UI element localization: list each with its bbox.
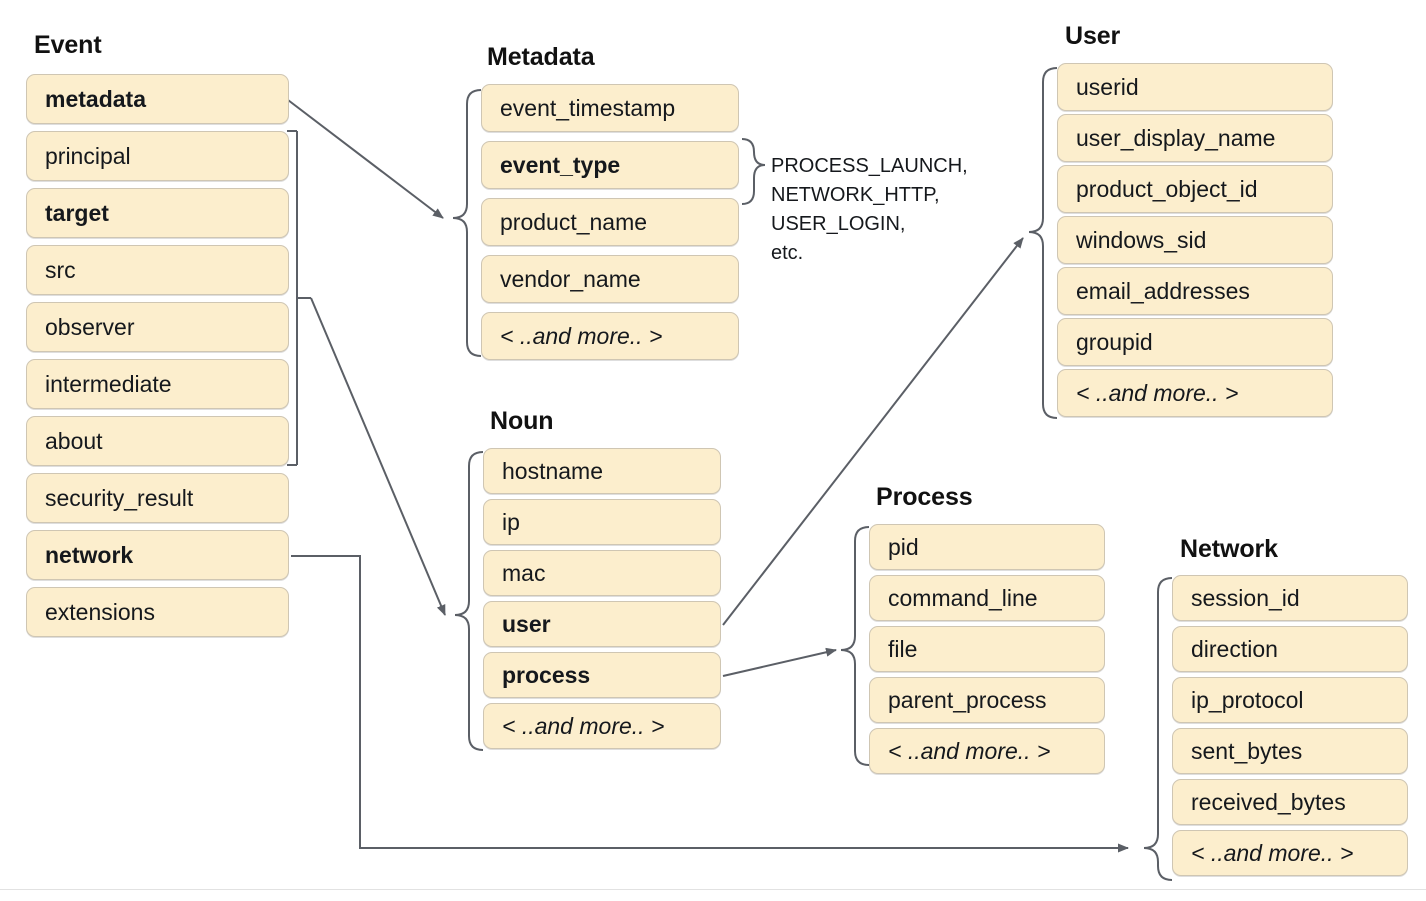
field-event-security-result[interactable]: security_result: [26, 473, 289, 523]
field-noun-hostname[interactable]: hostname: [483, 448, 721, 494]
field-noun-mac[interactable]: mac: [483, 550, 721, 596]
field-user-user-display-name[interactable]: user_display_name: [1057, 114, 1333, 162]
field-process-more[interactable]: < ..and more.. >: [869, 728, 1105, 774]
group-title-noun: Noun: [490, 407, 554, 435]
field-metadata-more[interactable]: < ..and more.. >: [481, 312, 739, 360]
brace-event-type-values: [741, 138, 766, 205]
annotation-event-type-values: PROCESS_LAUNCH, NETWORK_HTTP, USER_LOGIN…: [771, 155, 968, 264]
field-user-groupid[interactable]: groupid: [1057, 318, 1333, 366]
field-event-extensions[interactable]: extensions: [26, 587, 289, 637]
event-subgroup-bracket: [287, 130, 298, 466]
field-noun-more[interactable]: < ..and more.. >: [483, 703, 721, 749]
field-metadata-event-timestamp[interactable]: event_timestamp: [481, 84, 739, 132]
field-event-about[interactable]: about: [26, 416, 289, 466]
field-user-more[interactable]: < ..and more.. >: [1057, 369, 1333, 417]
group-title-network: Network: [1180, 535, 1278, 563]
field-user-windows-sid[interactable]: windows_sid: [1057, 216, 1333, 264]
field-event-observer[interactable]: observer: [26, 302, 289, 352]
footer-divider: [0, 889, 1426, 890]
field-event-intermediate[interactable]: intermediate: [26, 359, 289, 409]
field-noun-user[interactable]: user: [483, 601, 721, 647]
field-event-src[interactable]: src: [26, 245, 289, 295]
field-user-userid[interactable]: userid: [1057, 63, 1333, 111]
group-title-metadata: Metadata: [487, 43, 595, 71]
field-network-received-bytes[interactable]: received_bytes: [1172, 779, 1408, 825]
field-network-direction[interactable]: direction: [1172, 626, 1408, 672]
field-metadata-event-type[interactable]: event_type: [481, 141, 739, 189]
field-metadata-vendor-name[interactable]: vendor_name: [481, 255, 739, 303]
wire-metadata: [287, 99, 444, 219]
wire-process: [722, 647, 837, 677]
group-title-event: Event: [34, 31, 102, 59]
field-network-sent-bytes[interactable]: sent_bytes: [1172, 728, 1408, 774]
wire-noun: [310, 297, 446, 616]
field-noun-process[interactable]: process: [483, 652, 721, 698]
field-metadata-product-name[interactable]: product_name: [481, 198, 739, 246]
field-event-network[interactable]: network: [26, 530, 289, 580]
field-user-product-object-id[interactable]: product_object_id: [1057, 165, 1333, 213]
group-title-process: Process: [876, 483, 973, 511]
brace-noun: [454, 451, 484, 751]
field-event-target[interactable]: target: [26, 188, 289, 238]
field-event-metadata[interactable]: metadata: [26, 74, 289, 124]
field-process-parent-process[interactable]: parent_process: [869, 677, 1105, 723]
field-user-email-addresses[interactable]: email_addresses: [1057, 267, 1333, 315]
field-process-pid[interactable]: pid: [869, 524, 1105, 570]
brace-process: [840, 526, 870, 766]
group-title-user: User: [1065, 22, 1121, 50]
field-event-principal[interactable]: principal: [26, 131, 289, 181]
field-network-session-id[interactable]: session_id: [1172, 575, 1408, 621]
brace-network: [1143, 577, 1173, 881]
field-process-command-line[interactable]: command_line: [869, 575, 1105, 621]
field-process-file[interactable]: file: [869, 626, 1105, 672]
field-network-more[interactable]: < ..and more.. >: [1172, 830, 1408, 876]
brace-user: [1028, 67, 1058, 419]
field-network-ip-protocol[interactable]: ip_protocol: [1172, 677, 1408, 723]
brace-metadata: [452, 89, 482, 357]
field-noun-ip[interactable]: ip: [483, 499, 721, 545]
